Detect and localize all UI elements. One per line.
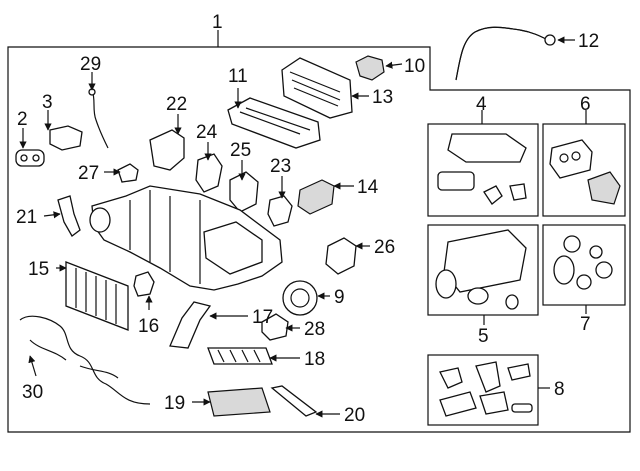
callout-25: 25 bbox=[230, 140, 251, 161]
callout-30: 30 bbox=[22, 382, 43, 403]
callout-19: 19 bbox=[164, 393, 185, 414]
part-3-sensor bbox=[49, 125, 83, 151]
part-22-bracket bbox=[149, 129, 185, 171]
callout-21: 21 bbox=[16, 207, 37, 228]
part-24-actuator bbox=[195, 153, 223, 193]
callout-20: 20 bbox=[344, 405, 365, 426]
part-11-heater-core bbox=[227, 97, 321, 149]
part-19-filter bbox=[207, 387, 271, 417]
callout-23: 23 bbox=[270, 156, 291, 177]
part-9-blower-motor bbox=[282, 280, 318, 316]
callout-28: 28 bbox=[304, 319, 325, 340]
part-15-evaporator bbox=[65, 261, 129, 331]
callout-2: 2 bbox=[17, 109, 28, 130]
group-box-5 bbox=[427, 224, 539, 316]
group-box-4 bbox=[427, 123, 539, 217]
part-25-actuator bbox=[229, 171, 259, 213]
part-12-end bbox=[544, 34, 556, 46]
callout-3: 3 bbox=[42, 92, 53, 113]
part-13-housing bbox=[281, 57, 353, 119]
callout-13: 13 bbox=[372, 87, 393, 108]
part-30-harness bbox=[19, 315, 151, 405]
part-6-duct bbox=[549, 139, 593, 179]
part-21-bracket bbox=[57, 195, 81, 237]
callout-18: 18 bbox=[304, 349, 325, 370]
main-frame bbox=[7, 46, 631, 433]
callout-26: 26 bbox=[374, 237, 395, 258]
part-4-vent-a bbox=[437, 171, 475, 191]
part-12-hose bbox=[455, 26, 549, 81]
callout-10: 10 bbox=[404, 56, 425, 77]
callout-1: 1 bbox=[212, 12, 223, 33]
callout-17: 17 bbox=[252, 307, 273, 328]
callout-16: 16 bbox=[138, 316, 159, 337]
part-2-grommet bbox=[15, 149, 45, 167]
callout-5: 5 bbox=[478, 326, 489, 347]
part-17-duct bbox=[169, 301, 212, 349]
callout-9: 9 bbox=[334, 287, 345, 308]
callout-4: 4 bbox=[476, 94, 487, 115]
part-14-module bbox=[297, 179, 335, 215]
callout-24: 24 bbox=[196, 122, 218, 143]
part-8-hardware bbox=[439, 367, 463, 389]
callout-8: 8 bbox=[554, 379, 565, 400]
callout-22: 22 bbox=[166, 94, 187, 115]
callout-29: 29 bbox=[80, 54, 101, 75]
part-18-filter bbox=[207, 347, 273, 365]
callout-12: 12 bbox=[578, 31, 599, 52]
part-16-valve bbox=[133, 271, 155, 297]
group-box-7 bbox=[542, 224, 626, 306]
part-10-actuator bbox=[355, 55, 385, 81]
callout-6: 6 bbox=[580, 94, 591, 115]
group-box-8 bbox=[427, 354, 539, 426]
callout-15: 15 bbox=[28, 259, 49, 280]
part-7-seal bbox=[563, 235, 581, 253]
part-27-clip bbox=[117, 163, 139, 183]
part-28-resistor bbox=[261, 313, 289, 341]
callout-7: 7 bbox=[580, 314, 591, 335]
callout-27: 27 bbox=[78, 163, 99, 184]
part-20-seal bbox=[270, 385, 318, 417]
callout-11: 11 bbox=[228, 66, 248, 87]
group-box-6 bbox=[542, 123, 626, 217]
leader-lines bbox=[19, 30, 587, 418]
callout-14: 14 bbox=[357, 177, 379, 198]
part-4-vents bbox=[447, 133, 527, 163]
part-29-wire bbox=[91, 89, 109, 149]
part-26-actuator bbox=[325, 237, 357, 275]
part-23-clip bbox=[267, 195, 293, 227]
